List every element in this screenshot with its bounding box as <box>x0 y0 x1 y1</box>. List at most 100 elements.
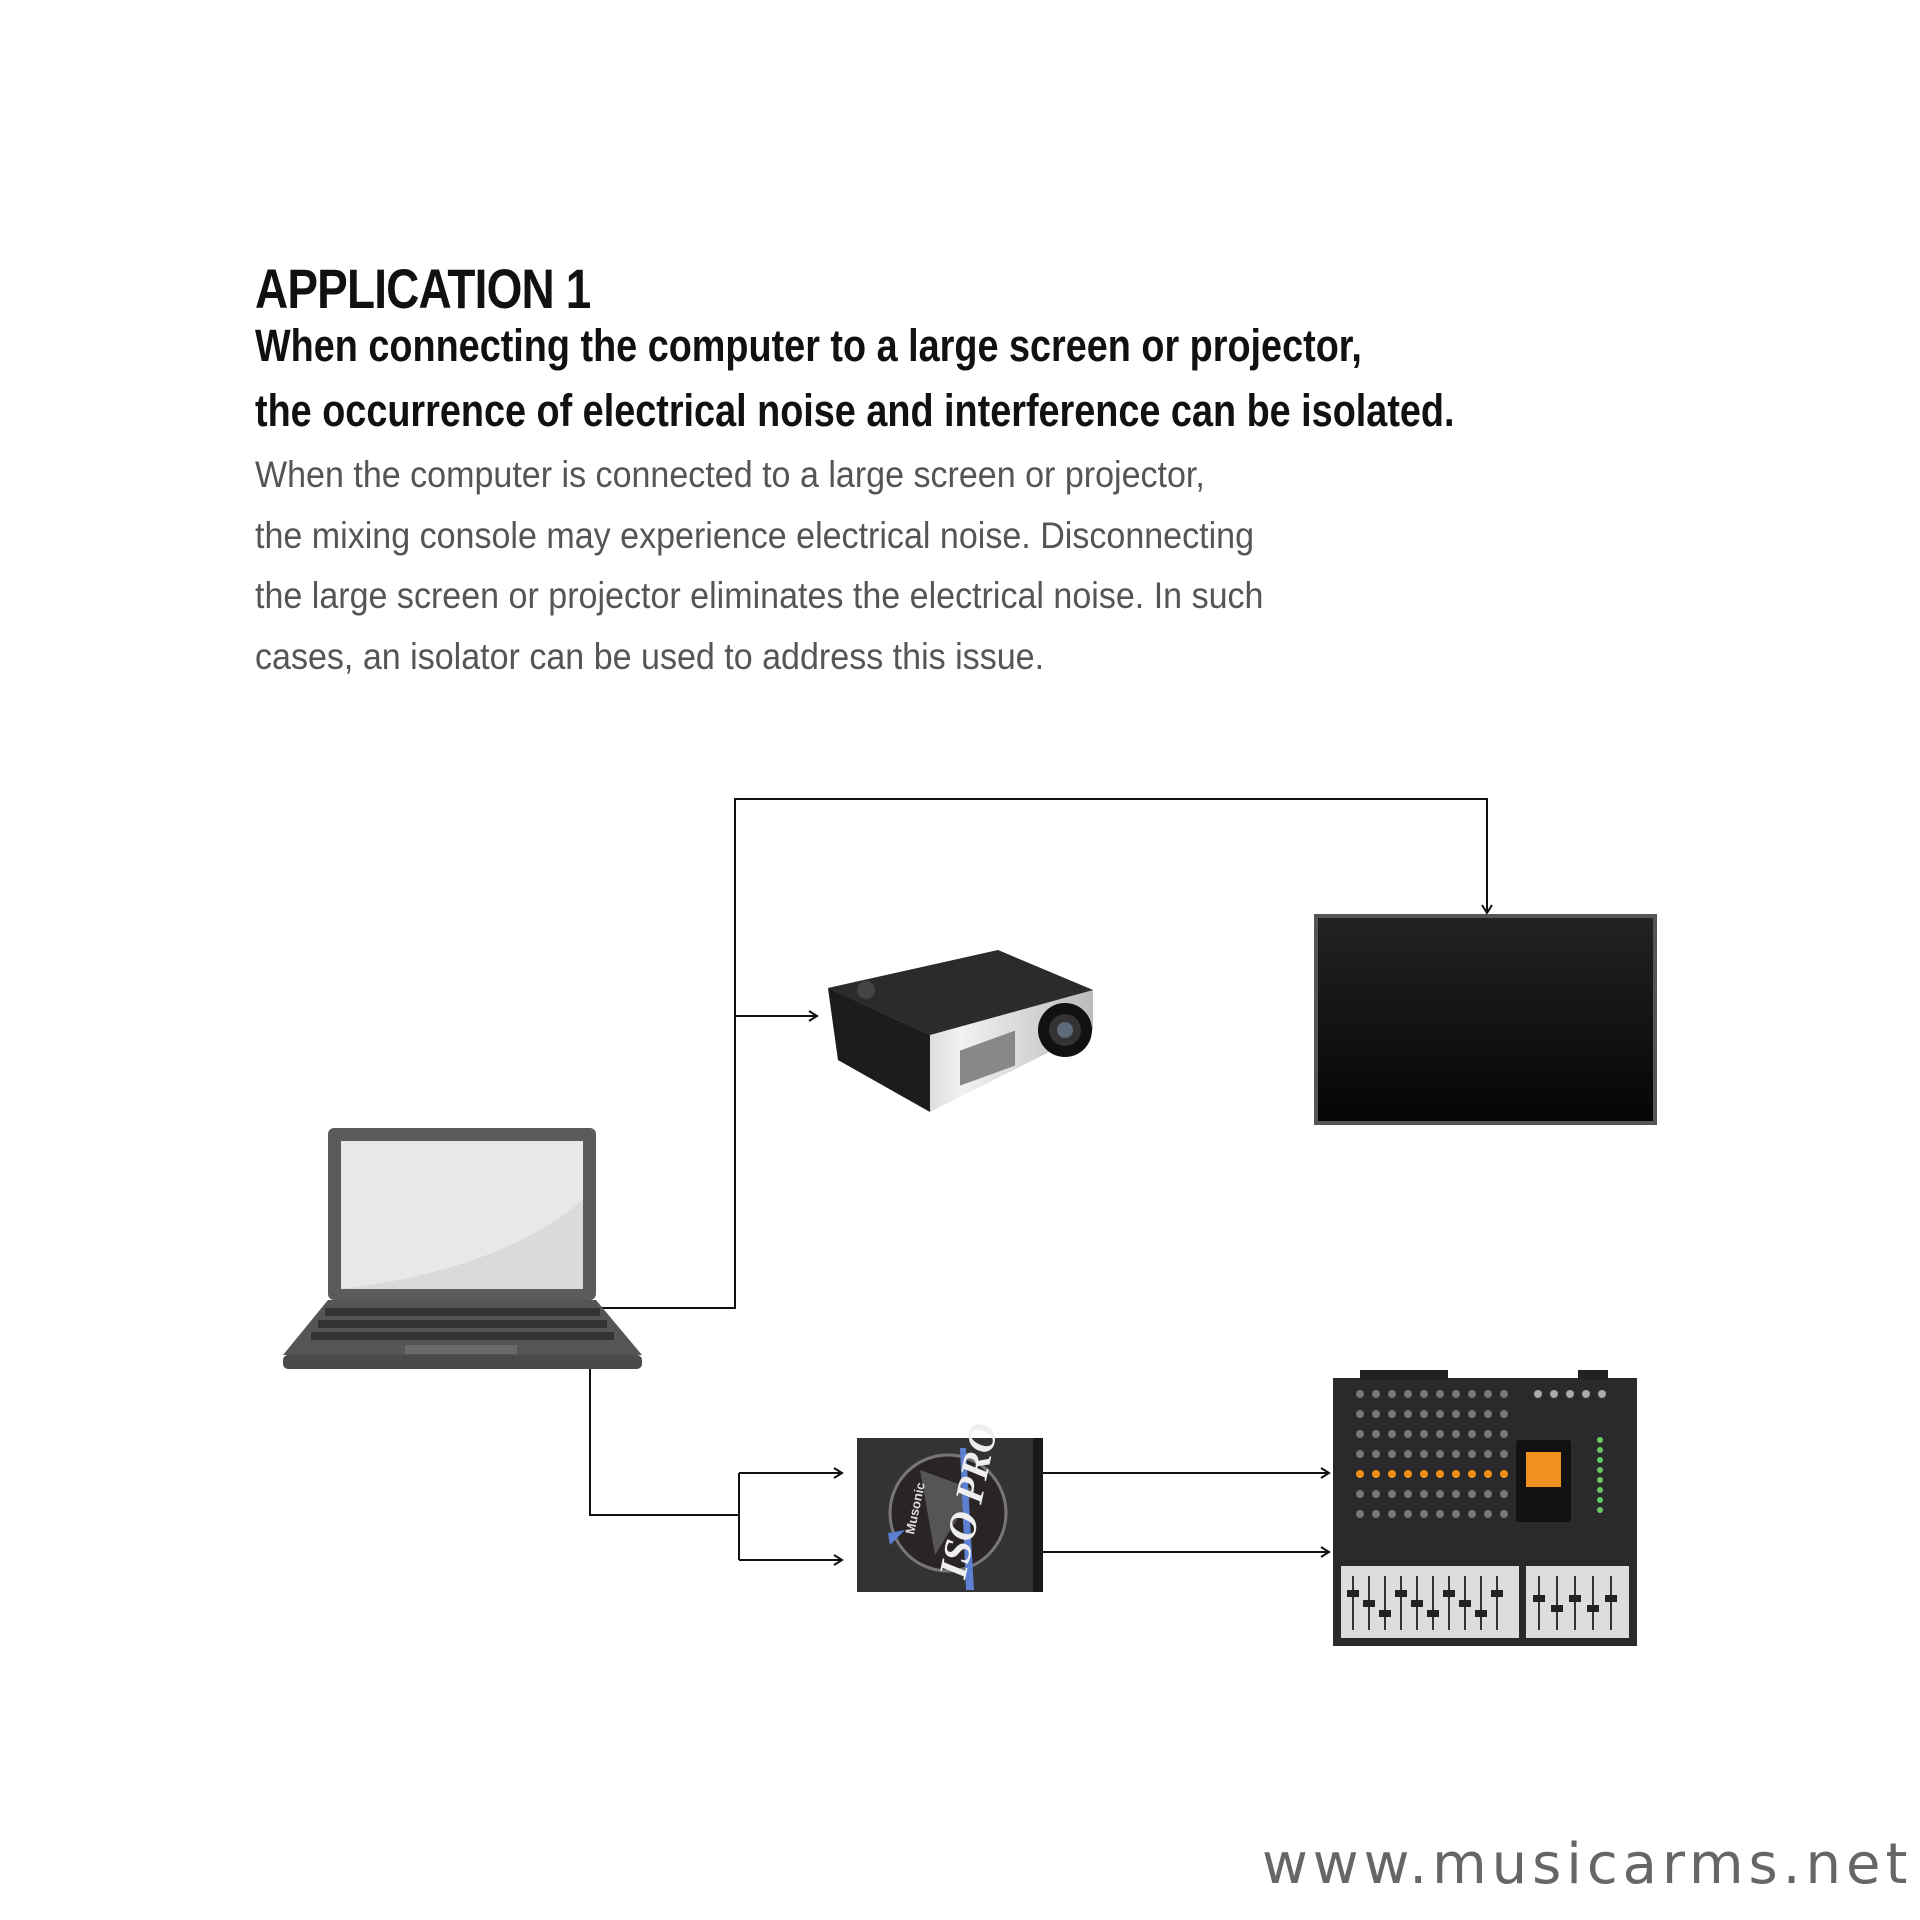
console-fader-track <box>1352 1576 1354 1630</box>
console-knob <box>1436 1490 1444 1498</box>
console-knob <box>1436 1510 1444 1518</box>
console-knob <box>1356 1450 1364 1458</box>
console-knob <box>1452 1410 1460 1418</box>
console-fader <box>1347 1590 1359 1597</box>
console-knob <box>1484 1390 1492 1398</box>
console-knob <box>1356 1410 1364 1418</box>
console-knob <box>1566 1390 1574 1398</box>
subtitle-line-1: When connecting the computer to a large … <box>255 320 1362 371</box>
console-knob <box>1356 1490 1364 1498</box>
console-fader-track <box>1592 1576 1594 1630</box>
console-fader <box>1491 1590 1503 1597</box>
console-knob <box>1388 1510 1396 1518</box>
console-fader <box>1587 1605 1599 1612</box>
console-fader <box>1475 1610 1487 1617</box>
console-meter-led <box>1597 1497 1603 1503</box>
console-fader-track <box>1556 1576 1558 1630</box>
console-fader-track <box>1574 1576 1576 1630</box>
console-knob <box>1436 1450 1444 1458</box>
console-knob <box>1452 1470 1460 1478</box>
console-meter-led <box>1597 1507 1603 1513</box>
console-knob <box>1468 1490 1476 1498</box>
subtitle-line-2: the occurrence of electrical noise and i… <box>255 385 1455 436</box>
console-knob <box>1420 1410 1428 1418</box>
console-knob <box>1356 1430 1364 1438</box>
console-fader <box>1427 1610 1439 1617</box>
console-knob <box>1420 1450 1428 1458</box>
console-knob <box>1404 1430 1412 1438</box>
console-knob <box>1372 1410 1380 1418</box>
console-fader <box>1379 1610 1391 1617</box>
console-knob <box>1500 1450 1508 1458</box>
console-knob <box>1372 1490 1380 1498</box>
console-fader <box>1459 1600 1471 1607</box>
console-fader <box>1443 1590 1455 1597</box>
console-knob <box>1452 1450 1460 1458</box>
console-fader-track <box>1610 1576 1612 1630</box>
large-screen-icon <box>1314 914 1657 1125</box>
console-knob <box>1372 1390 1380 1398</box>
console-knob <box>1404 1410 1412 1418</box>
console-knob <box>1420 1470 1428 1478</box>
console-fader-track <box>1384 1576 1386 1630</box>
console-knob <box>1484 1470 1492 1478</box>
console-fader <box>1605 1595 1617 1602</box>
isolator-device-icon: ISO PRO Musonic <box>857 1419 1043 1592</box>
console-knob <box>1404 1470 1412 1478</box>
console-fader <box>1363 1600 1375 1607</box>
console-knob <box>1420 1490 1428 1498</box>
projector-icon <box>828 950 1093 1112</box>
console-knob <box>1356 1470 1364 1478</box>
console-knob <box>1500 1490 1508 1498</box>
console-knob <box>1388 1450 1396 1458</box>
console-knob <box>1484 1510 1492 1518</box>
body-line-4: cases, an isolator can be used to addres… <box>255 636 1045 677</box>
console-knob <box>1436 1410 1444 1418</box>
console-knob <box>1436 1470 1444 1478</box>
console-knob <box>1372 1450 1380 1458</box>
console-knob <box>1388 1490 1396 1498</box>
console-knob <box>1582 1390 1590 1398</box>
console-knob <box>1372 1470 1380 1478</box>
console-meter-led <box>1597 1487 1603 1493</box>
console-fader <box>1551 1605 1563 1612</box>
application-title: APPLICATION 1 <box>255 257 591 320</box>
console-fader-track <box>1496 1576 1498 1630</box>
console-fader <box>1533 1595 1545 1602</box>
console-knob <box>1484 1490 1492 1498</box>
console-knob <box>1534 1390 1542 1398</box>
console-fader-track <box>1432 1576 1434 1630</box>
console-fader-track <box>1400 1576 1402 1630</box>
console-knob <box>1484 1450 1492 1458</box>
console-knob <box>1500 1390 1508 1398</box>
console-knob <box>1404 1390 1412 1398</box>
body-line-2: the mixing console may experience electr… <box>255 515 1255 556</box>
console-knob <box>1452 1490 1460 1498</box>
console-meter-led <box>1597 1447 1603 1453</box>
console-knob <box>1404 1450 1412 1458</box>
console-knob <box>1404 1490 1412 1498</box>
console-knob <box>1500 1430 1508 1438</box>
console-knob <box>1388 1410 1396 1418</box>
console-knob <box>1388 1470 1396 1478</box>
console-knob <box>1420 1510 1428 1518</box>
console-knob <box>1436 1390 1444 1398</box>
console-fader-track <box>1448 1576 1450 1630</box>
console-knob <box>1356 1390 1364 1398</box>
console-knob <box>1388 1390 1396 1398</box>
console-knob <box>1420 1390 1428 1398</box>
watermark: www.musicarms.net <box>1262 1832 1913 1897</box>
console-knob <box>1468 1450 1476 1458</box>
console-fader <box>1569 1595 1581 1602</box>
console-knob <box>1550 1390 1558 1398</box>
console-meter-led <box>1597 1467 1603 1473</box>
console-knob <box>1404 1510 1412 1518</box>
console-meter-led <box>1597 1457 1603 1463</box>
console-knob <box>1372 1430 1380 1438</box>
console-fader <box>1411 1600 1423 1607</box>
console-knob <box>1468 1510 1476 1518</box>
laptop-to-isolator-line <box>589 1369 739 1516</box>
console-knob <box>1452 1390 1460 1398</box>
console-knob <box>1468 1470 1476 1478</box>
